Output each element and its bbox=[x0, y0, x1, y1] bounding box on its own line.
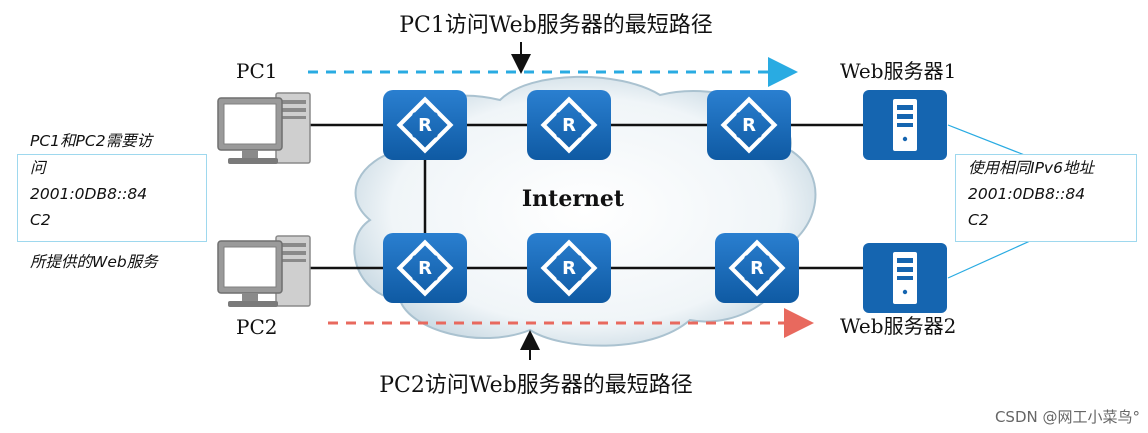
router-letter: R bbox=[750, 258, 764, 279]
right-note-line-2: 2001:0DB8::84 bbox=[968, 185, 1086, 203]
right-note-line-3: C2 bbox=[968, 211, 989, 229]
left-note-line-4: C2 bbox=[30, 211, 51, 229]
left-note-line-3: 2001:0DB8::84 bbox=[30, 185, 148, 203]
pc2-label: PC2 bbox=[236, 315, 277, 339]
left-note-line-5: 所提供的Web服务 bbox=[30, 253, 158, 271]
pc1-computer-icon bbox=[217, 92, 311, 165]
links bbox=[308, 123, 864, 270]
web-server-2-label: Web服务器2 bbox=[840, 314, 956, 338]
router-letter: R bbox=[742, 115, 756, 136]
web-server-1-label: Web服务器1 bbox=[840, 59, 956, 83]
pc2-computer-icon bbox=[217, 235, 311, 308]
bottom-path-title: PC2访问Web服务器的最短路径 bbox=[379, 373, 693, 398]
router-letter: R bbox=[418, 258, 432, 279]
watermark: CSDN @网工小菜鸟° bbox=[994, 408, 1140, 426]
top-path-title: PC1访问Web服务器的最短路径 bbox=[399, 13, 713, 38]
router-letter: R bbox=[418, 115, 432, 136]
left-note-line-1: PC1和PC2需要访 bbox=[30, 132, 153, 150]
left-note-line-2: 问 bbox=[30, 159, 46, 177]
router-letter: R bbox=[562, 258, 576, 279]
right-note-line-1: 使用相同IPv6地址 bbox=[968, 159, 1094, 177]
router-letter: R bbox=[562, 115, 576, 136]
web-server-2-icon bbox=[863, 243, 947, 313]
pc1-label: PC1 bbox=[236, 59, 277, 83]
internet-label: Internet bbox=[522, 186, 625, 212]
left-note-box: 问 2001:0DB8::84 C2 bbox=[17, 154, 207, 242]
web-server-1-icon bbox=[863, 90, 947, 160]
right-note-box: 使用相同IPv6地址 2001:0DB8::84 C2 bbox=[955, 154, 1137, 242]
